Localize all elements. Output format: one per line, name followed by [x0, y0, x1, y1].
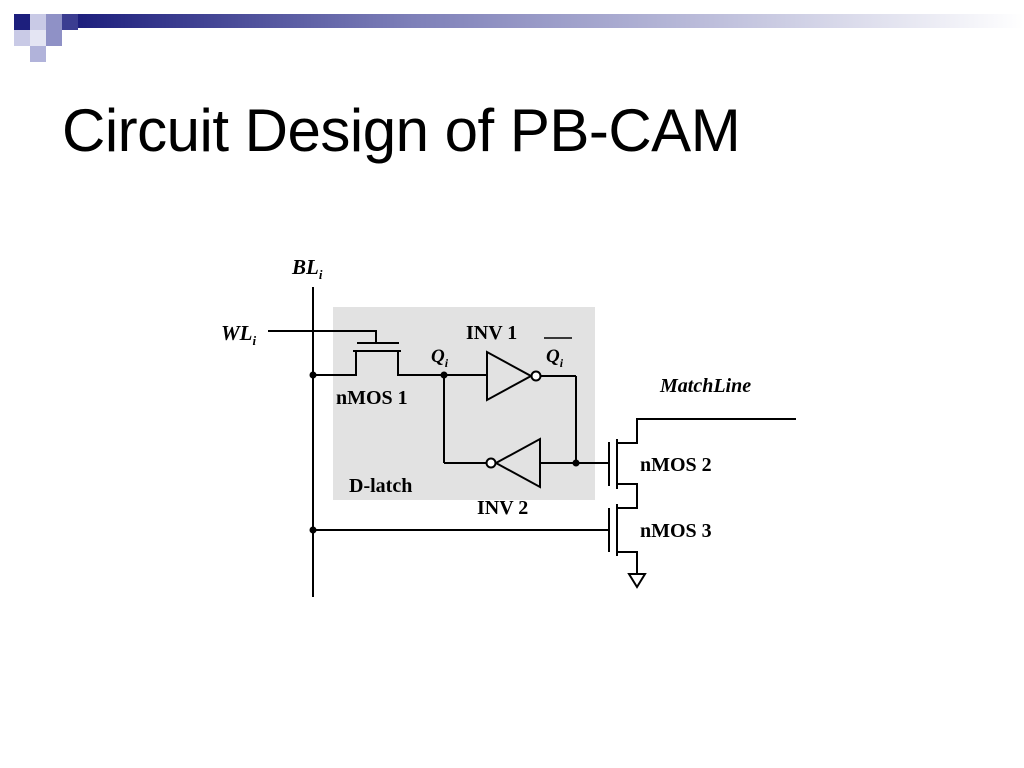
- nmos1-label: nMOS 1: [336, 387, 408, 409]
- ground-symbol: [627, 573, 647, 589]
- junction-dot: [309, 371, 317, 379]
- header-decoration: [14, 14, 1024, 62]
- nmos1-left-terminal: [313, 351, 357, 376]
- inv2-bubble: [485, 457, 497, 469]
- nmos3-label: nMOS 3: [640, 520, 712, 542]
- inv2-label: INV 2: [477, 497, 528, 519]
- word-line-label: WLi: [221, 321, 257, 348]
- matchline-wire: [617, 418, 796, 444]
- inv1-bubble: [530, 370, 542, 382]
- nmos1-right-terminal: [397, 351, 444, 376]
- nmos3-to-ground-wire: [617, 551, 638, 574]
- junction-dot: [440, 371, 448, 379]
- decor-square-mid: [46, 30, 62, 46]
- inv2-triangle: [493, 437, 541, 489]
- matchline-label: MatchLine: [659, 375, 751, 397]
- decor-square-dark: [14, 14, 30, 30]
- nmos2-label: nMOS 2: [640, 454, 712, 476]
- junction-dot: [572, 459, 580, 467]
- nmos2-to-nmos3-wire: [617, 483, 638, 509]
- decor-square-light: [46, 14, 62, 30]
- decor-square-light: [30, 14, 46, 30]
- dlatch-label: D-latch: [349, 475, 412, 497]
- bit-line-label: BLi: [291, 255, 323, 282]
- inv1-triangle: [486, 350, 534, 402]
- word-line-wire: [268, 330, 377, 343]
- decor-square-light: [30, 30, 46, 46]
- decor-square-mid: [62, 14, 78, 30]
- decor-square-light: [30, 46, 46, 62]
- qbar-label: Qi: [546, 346, 564, 370]
- slide-title: Circuit Design of PB-CAM: [62, 97, 741, 164]
- inv1-label: INV 1: [466, 322, 517, 344]
- q-label: Qi: [431, 346, 449, 370]
- circuit-diagram: BLi WLi INV 1 Qi Qi nMOS 1 MatchLine nMO…: [221, 255, 796, 597]
- decor-square-light: [14, 30, 30, 46]
- header-gradient-bar: [78, 14, 1024, 28]
- junction-dot: [309, 526, 317, 534]
